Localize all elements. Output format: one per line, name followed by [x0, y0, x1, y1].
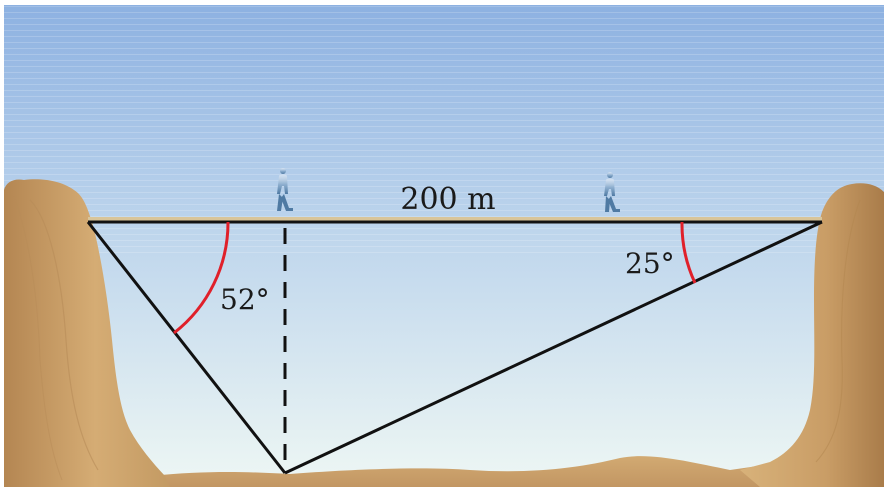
person-walking-icon [604, 172, 620, 212]
right-cliff-contour [815, 199, 861, 463]
left-angle-arc [173, 221, 230, 335]
right-angle-label: 25° [625, 247, 675, 280]
span-label: 200 m [400, 182, 495, 217]
right-cliff [740, 183, 884, 488]
left-sightline [86, 221, 287, 474]
sky-stripes [4, 5, 884, 255]
canyon-floor [100, 456, 884, 487]
left-cliff-shading [29, 199, 99, 471]
right-sightline [284, 220, 823, 475]
left-angle-label: 52° [220, 283, 270, 316]
person-walking-icon [277, 168, 293, 211]
right-angle-arc [680, 221, 697, 284]
left-cliff-contour [13, 195, 63, 481]
bridge-deck [88, 217, 822, 221]
